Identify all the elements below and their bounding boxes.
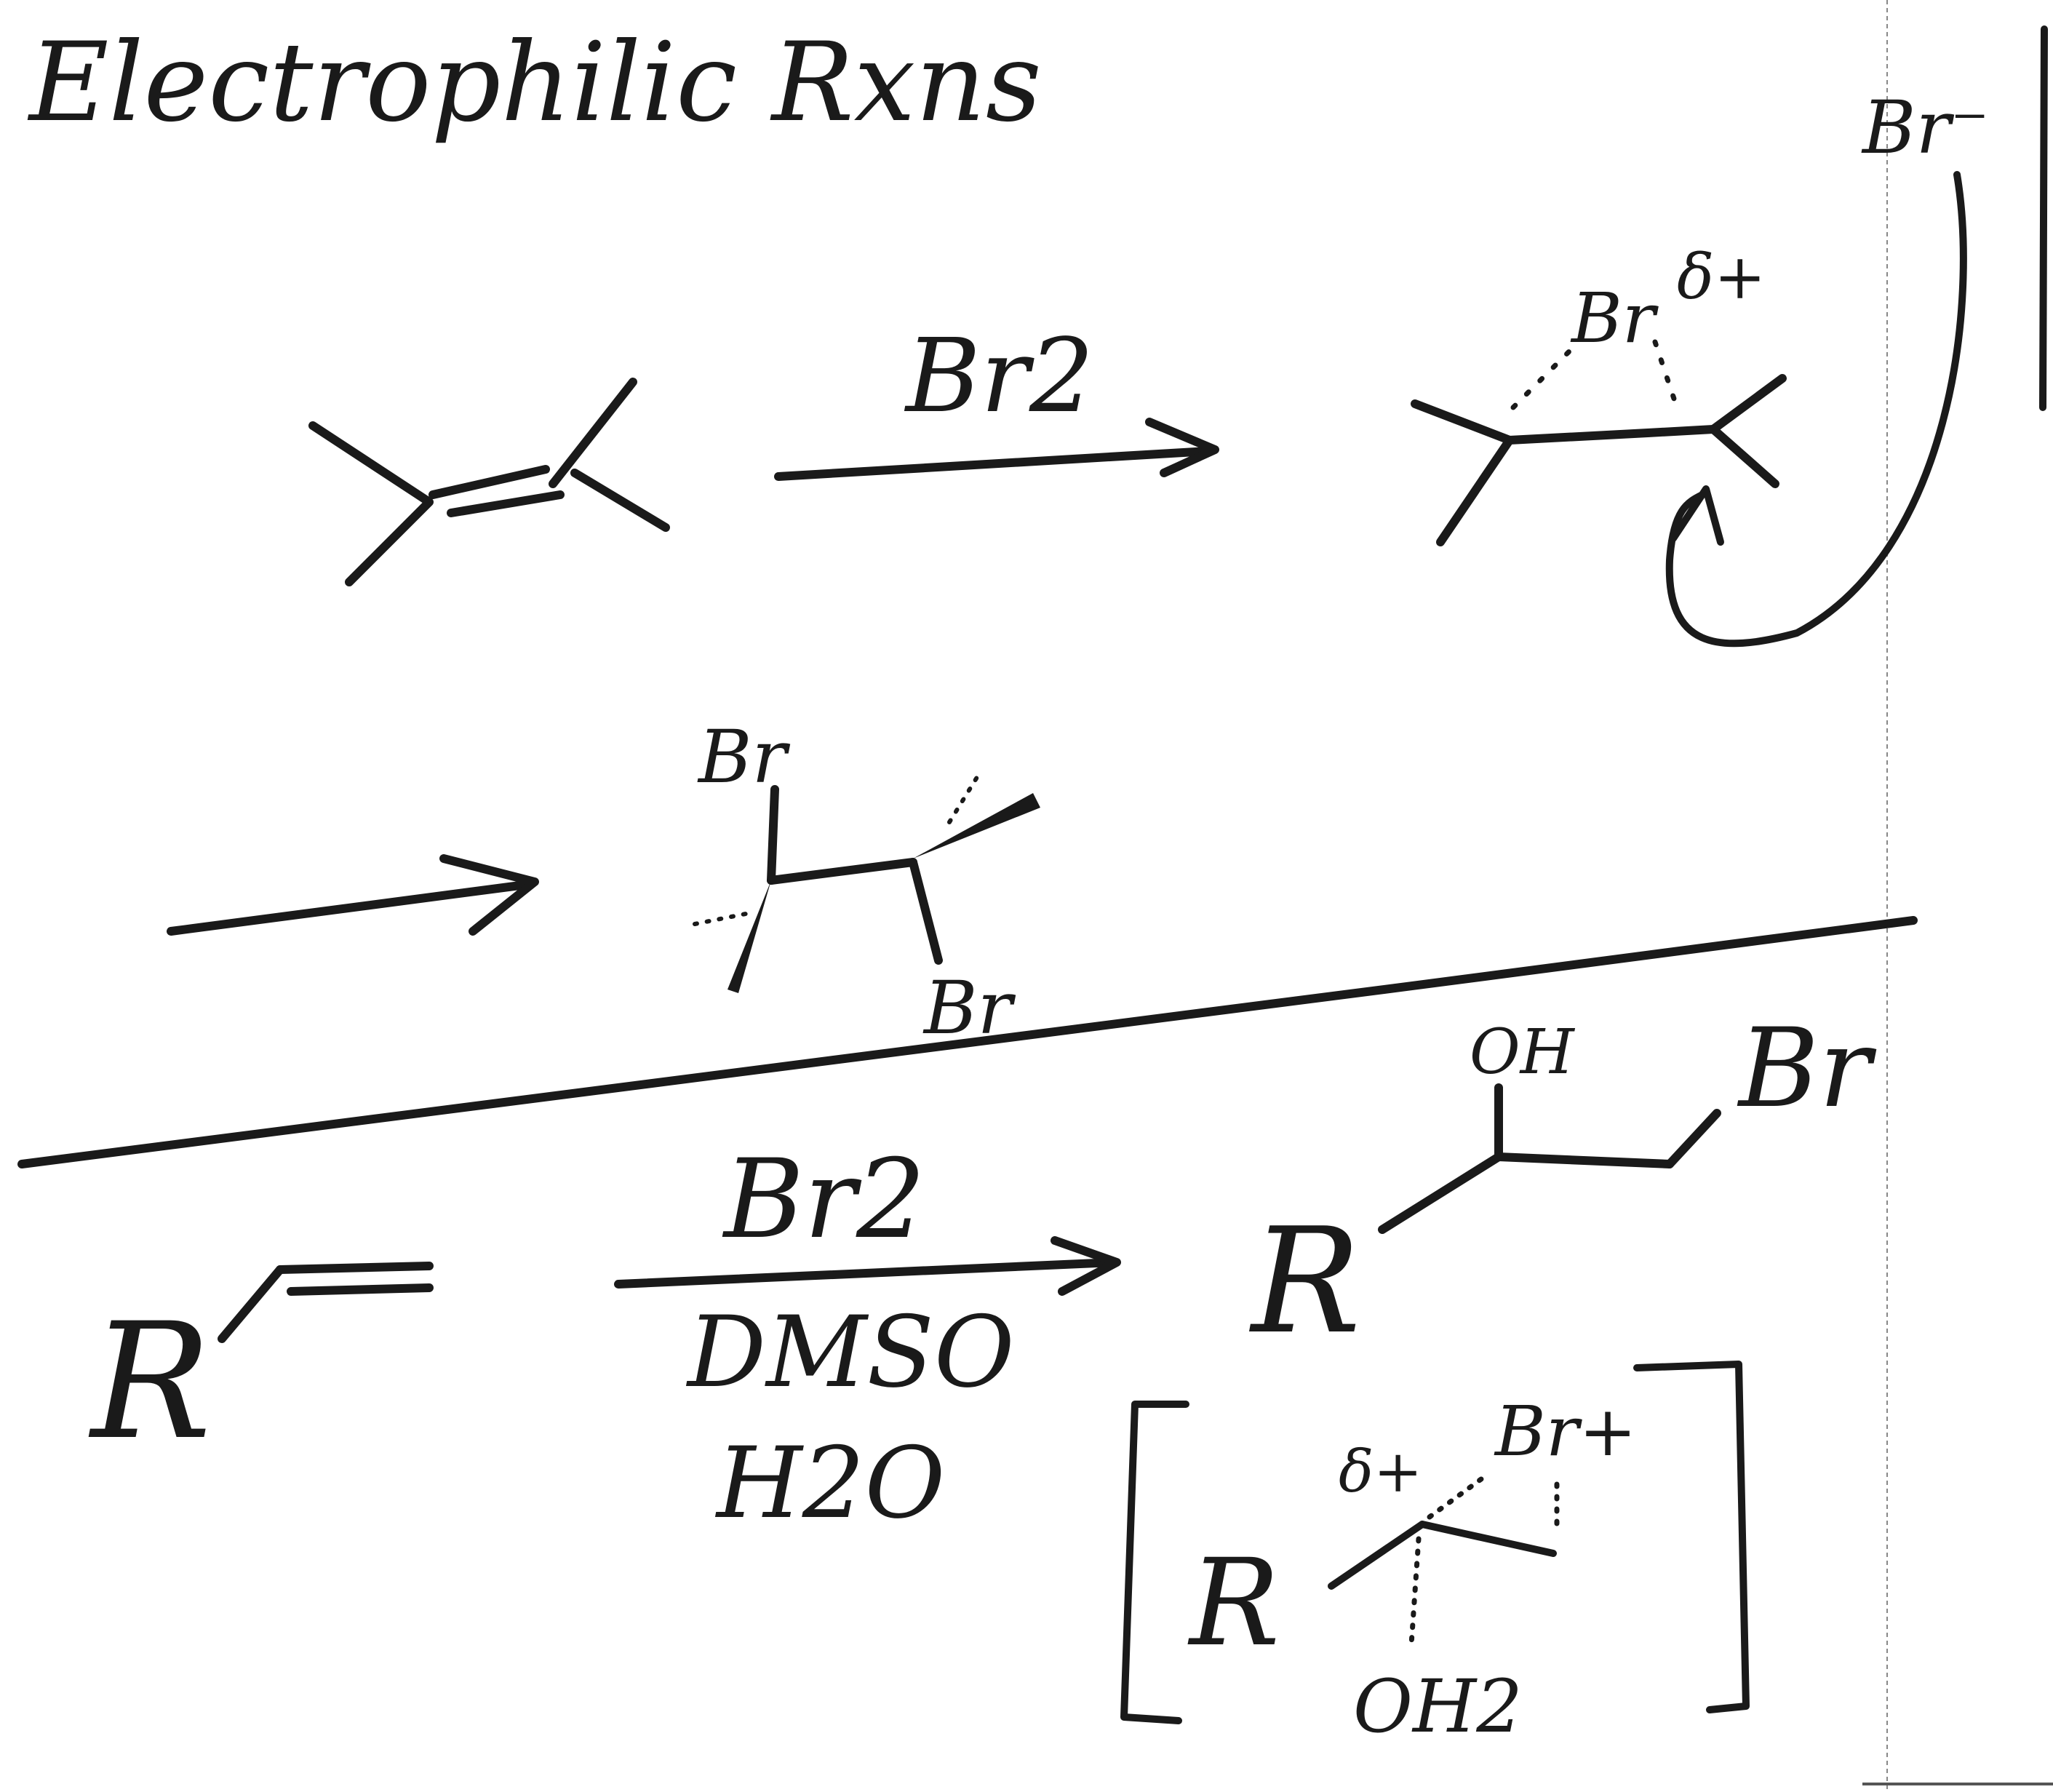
bracket-bromonium: Br+ — [1494, 1392, 1637, 1472]
bromide-ion: Br⁻ — [1861, 85, 1989, 170]
reaction-arrow-2 — [167, 854, 539, 936]
wedge-bond — [913, 793, 1040, 859]
reaction-arrow-3 — [614, 1236, 1121, 1296]
bracket-water: OH2 — [1353, 1664, 1523, 1749]
bromonium-br: Br — [1570, 279, 1659, 359]
dibromide-product — [693, 773, 1040, 993]
page-edge-mark — [2039, 25, 2048, 411]
solvent-water: H2O — [714, 1426, 945, 1540]
hash-bond — [727, 880, 771, 993]
page-title: Electrophilic Rxns — [27, 20, 1042, 146]
product-oh: OH — [1470, 1016, 1576, 1088]
section-divider — [17, 916, 1918, 1168]
curved-attack-arrow — [1665, 171, 1967, 648]
bromonium-intermediate — [1411, 339, 1787, 546]
partial-positive-charge: δ+ — [1677, 242, 1766, 314]
solvent-dmso: DMSO — [685, 1295, 1015, 1409]
intermediate-bracket — [1120, 1361, 1750, 1724]
reaction-arrow-1 — [774, 418, 1219, 481]
product-br: Br — [1737, 1005, 1877, 1132]
bracket-r: R — [1187, 1533, 1280, 1673]
bracket-bridging-structure — [1328, 1474, 1560, 1647]
reagent-br2-1: Br2 — [904, 317, 1094, 436]
reagent-br2-2: Br2 — [722, 1136, 925, 1263]
terminal-alkene — [218, 1262, 434, 1343]
bracket-partial-charge: δ+ — [1339, 1438, 1422, 1505]
product-r: R — [1248, 1197, 1361, 1366]
halohydrin-product — [1378, 1083, 1721, 1234]
alkene-1 — [308, 378, 670, 586]
substrate-r: R — [88, 1289, 212, 1475]
